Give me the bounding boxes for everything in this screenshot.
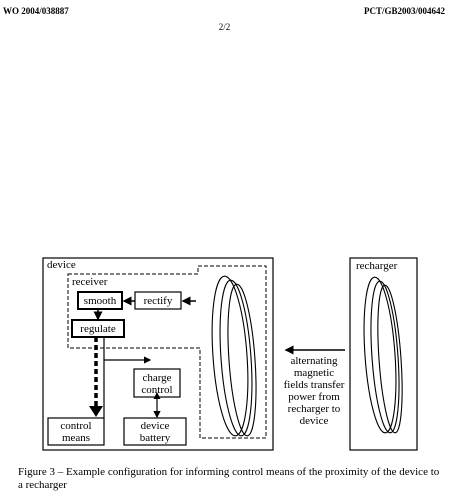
device-coil <box>211 275 257 437</box>
svg-text:power from: power from <box>288 391 340 403</box>
control-means-label-line1: control <box>60 420 91 432</box>
smooth-label: smooth <box>84 295 117 307</box>
charge-control-label-line1: charge <box>142 372 171 384</box>
receiver-region <box>67 265 267 439</box>
control-means-arrowhead <box>89 406 103 417</box>
regulate-label: regulate <box>80 323 116 335</box>
svg-text:fields transfer: fields transfer <box>284 379 345 391</box>
smooth-box <box>77 291 123 310</box>
control-means-box <box>47 417 105 446</box>
application-number: PCT/GB2003/004642 <box>363 6 445 16</box>
svg-text:alternating: alternating <box>290 355 338 367</box>
figure-caption: Figure 3 – Example configuration for inf… <box>18 466 440 491</box>
receiver-label: receiver <box>72 276 108 288</box>
recharger-coil <box>363 276 403 434</box>
publication-number: WO 2004/038887 <box>3 6 69 16</box>
device-battery-label-line1: device <box>141 420 170 432</box>
field-transfer-text: alternating magnetic fields transfer pow… <box>284 355 345 427</box>
device-label: device <box>47 259 76 271</box>
charge-control-label-line2: control <box>141 384 172 396</box>
svg-text:device: device <box>300 415 329 427</box>
device-battery-label-line2: battery <box>140 432 171 444</box>
rectify-label: rectify <box>144 295 173 307</box>
recharger-box <box>349 257 418 451</box>
page-number: 2/2 <box>218 22 231 32</box>
svg-text:magnetic: magnetic <box>294 367 334 379</box>
control-means-label-line2: means <box>62 432 90 444</box>
svg-text:recharger to: recharger to <box>288 403 341 415</box>
device-box <box>42 257 274 451</box>
recharger-label: recharger <box>356 260 398 272</box>
